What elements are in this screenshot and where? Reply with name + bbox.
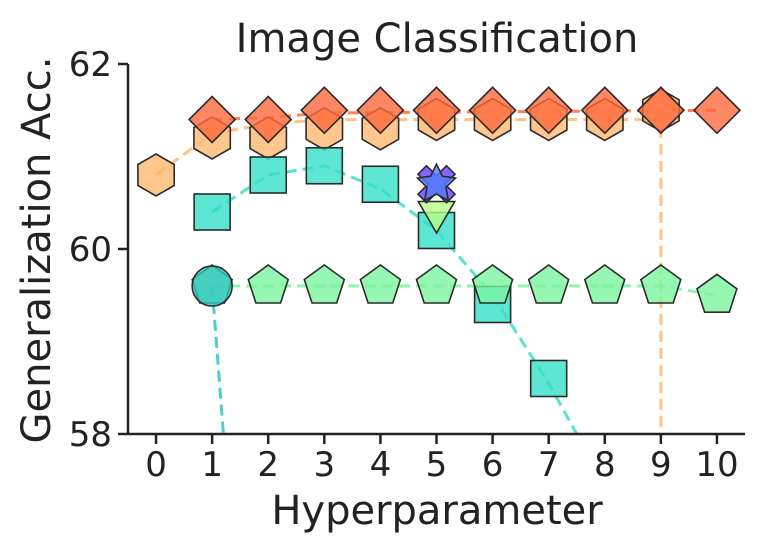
y-axis-title: Generalization Acc. — [14, 57, 60, 444]
x-tick-label: 4 — [370, 445, 392, 485]
marker-diamond-9 — [692, 86, 742, 135]
marker-star-0 — [415, 162, 458, 202]
x-tick-label: 0 — [145, 445, 167, 485]
marker-diamond-3 — [356, 86, 405, 135]
y-tick-label: 60 — [69, 230, 112, 270]
marker-pentagon-7 — [583, 264, 626, 304]
x-tick-label: 8 — [594, 445, 616, 485]
trend-line-pentagon — [212, 284, 718, 297]
x-tick-label: 6 — [482, 445, 504, 485]
chart-title: Image Classification — [236, 16, 639, 62]
marker-diamond-0 — [187, 95, 237, 144]
x-tick-label: 1 — [201, 445, 223, 485]
marker-pentagon-3 — [359, 264, 402, 304]
x-tick-label: 7 — [538, 445, 560, 485]
trend-line-diamond — [212, 108, 718, 121]
marker-diamond-2 — [300, 86, 349, 135]
marker-diamond-1 — [244, 95, 293, 144]
trend-line-circle — [210, 285, 225, 434]
marker-square-6 — [529, 359, 568, 398]
y-tick-label: 62 — [69, 45, 112, 85]
x-tick-label: 3 — [313, 445, 335, 485]
marker-pentagon-5 — [471, 264, 514, 304]
data-markers — [137, 86, 742, 398]
marker-square-0 — [193, 193, 231, 231]
marker-diamond-8 — [636, 86, 686, 135]
marker-pentagon-6 — [527, 264, 570, 304]
x-tick-label: 10 — [695, 445, 738, 485]
x-tick-label: 5 — [426, 445, 448, 485]
marker-square-3 — [361, 165, 400, 204]
marker-diamond-4 — [412, 86, 461, 135]
marker-diamond-6 — [524, 86, 573, 135]
marker-square-2 — [305, 146, 344, 185]
marker-pentagon-2 — [303, 264, 346, 304]
x-axis-title: Hyperparameter — [271, 488, 603, 534]
marker-hexagon-0 — [137, 153, 175, 197]
marker-diamond-5 — [468, 86, 517, 135]
marker-pentagon-9 — [696, 273, 738, 314]
trend-line-hexagon — [155, 118, 663, 434]
x-tick-label: 2 — [257, 445, 279, 485]
y-tick-label: 58 — [69, 415, 112, 455]
marker-circle-0 — [191, 265, 233, 307]
marker-diamond-7 — [580, 86, 629, 135]
x-tick-label: 9 — [650, 445, 672, 485]
marker-square-1 — [249, 156, 288, 194]
marker-pentagon-4 — [415, 264, 458, 304]
marker-pentagon-1 — [247, 264, 290, 304]
marker-triangle-down-0 — [416, 200, 457, 235]
marker-pentagon-8 — [639, 264, 682, 304]
